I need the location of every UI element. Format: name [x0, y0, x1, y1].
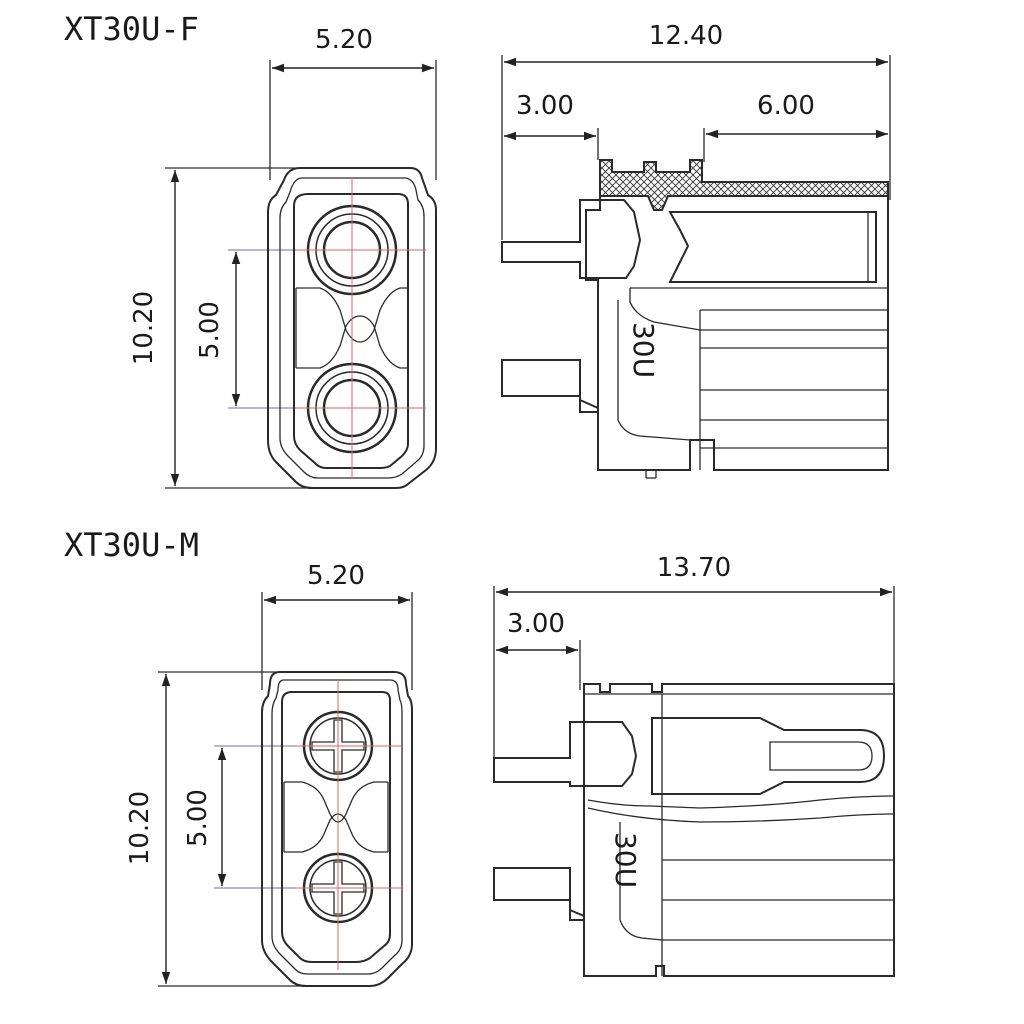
male-pin-label: 3.00	[507, 609, 565, 639]
female-sleeve-label: 6.00	[757, 91, 815, 121]
female-connector-group: XT30U-F	[64, 10, 891, 489]
female-pitch-label: 5.00	[195, 301, 225, 359]
male-side-view: 30U 13.70 3.00	[493, 553, 895, 977]
male-title: XT30U-M	[64, 526, 199, 564]
female-pin-label: 3.00	[516, 91, 574, 121]
female-width-label: 5.20	[315, 25, 373, 55]
male-connector-group: XT30U-M	[64, 526, 895, 987]
female-title: XT30U-F	[64, 10, 199, 48]
male-width-label: 5.20	[307, 561, 365, 591]
female-front-view: 5.20 10.20 5.00	[129, 25, 437, 489]
male-length-label: 13.70	[657, 553, 731, 583]
female-height-label: 10.20	[129, 291, 159, 365]
female-mark: 30U	[627, 322, 660, 378]
female-length-label: 12.40	[649, 21, 723, 51]
male-pitch-label: 5.00	[183, 789, 213, 847]
male-front-view: 5.20 10.20 5.00	[125, 561, 413, 987]
male-mark: 30U	[609, 832, 642, 888]
female-side-view: 30U 12.40 3.00 6.00	[501, 21, 891, 479]
male-height-label: 10.20	[125, 791, 155, 865]
